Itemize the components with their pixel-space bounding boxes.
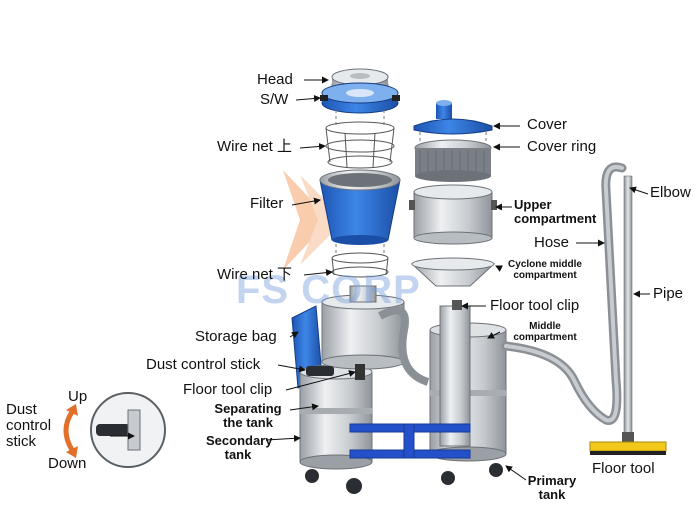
- watermark-logo-shape: [283, 170, 345, 270]
- floor-tool-clip-part: [355, 364, 365, 380]
- label-filter: Filter: [250, 195, 284, 212]
- label-separating-tank: Separating the tank: [214, 401, 282, 430]
- label-secondary-tank: Secondary tank: [206, 433, 273, 462]
- floor-tool-part: [589, 432, 667, 455]
- label-floor-tool-clip-right: Floor tool clip: [490, 297, 580, 314]
- connecting-hose: [378, 306, 430, 386]
- dust-control-inset: [63, 392, 166, 468]
- frame-upright: [439, 300, 471, 447]
- separating-tank-part: [321, 285, 405, 370]
- pipe-part: [623, 175, 633, 439]
- label-sw: S/W: [260, 91, 289, 108]
- inset-title: Dust control stick: [6, 401, 52, 450]
- label-dust-control-stick: Dust control stick: [146, 356, 261, 373]
- label-cover: Cover: [527, 116, 568, 133]
- cover-ring-part: [414, 139, 492, 182]
- sw-part: [320, 82, 400, 114]
- label-elbow: Elbow: [650, 184, 691, 201]
- leader-lines: [265, 76, 650, 481]
- dust-control-stick-part: [306, 366, 334, 376]
- label-primary-tank: Primary tank: [527, 473, 577, 502]
- label-floor-tool: Floor tool: [592, 460, 655, 477]
- label-upper-compartment: Upper compartment: [514, 197, 597, 226]
- label-middle-compartment: Middle compartment: [513, 321, 577, 343]
- filter-part: [319, 169, 401, 245]
- inset-up-label: Up: [68, 388, 88, 405]
- cyclone-middle-compartment-part: [410, 257, 496, 287]
- label-wire-net-lower: Wire net 下: [217, 266, 293, 283]
- assembly-guide-lines: [335, 110, 487, 254]
- label-cyclone-middle-compartment: Cyclone middle compartment: [508, 259, 582, 281]
- up-down-arrow: [63, 410, 75, 452]
- label-head: Head: [257, 71, 293, 88]
- label-storage-bag: Storage bag: [195, 328, 277, 345]
- label-hose: Hose: [534, 234, 570, 251]
- wheels: [305, 463, 503, 494]
- label-wire-net-upper: Wire net 上: [217, 138, 293, 155]
- inset-down-label: Down: [48, 455, 87, 472]
- watermark-text: FS CORP: [236, 268, 421, 312]
- label-floor-tool-clip-left: Floor tool clip: [183, 381, 273, 398]
- wire-net-upper-part: [325, 121, 395, 169]
- label-pipe: Pipe: [653, 285, 684, 302]
- label-cover-ring: Cover ring: [527, 138, 597, 155]
- base-frame: [349, 423, 471, 459]
- cover-part: [413, 100, 493, 135]
- upper-compartment-part: [409, 184, 497, 245]
